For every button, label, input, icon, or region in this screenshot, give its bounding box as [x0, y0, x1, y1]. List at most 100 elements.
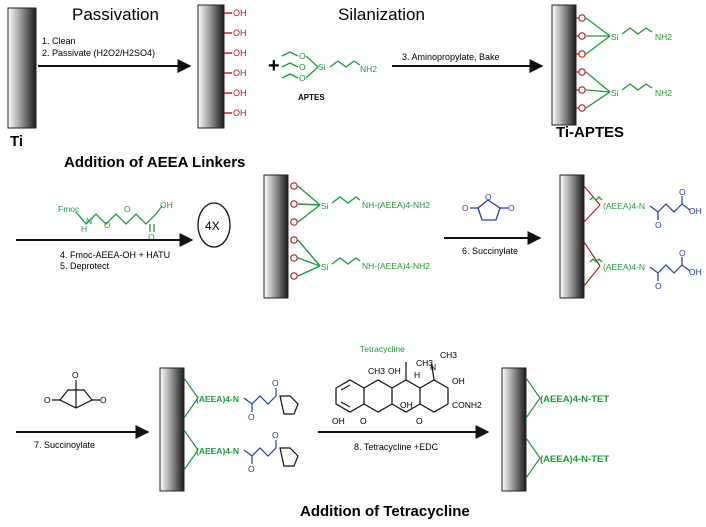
nhs-o-top: O — [72, 370, 79, 380]
hydroxyl-label: OH — [233, 68, 247, 78]
ti-aeea-chain-1: NH-(AEEA)4-NH2 — [362, 200, 430, 210]
ti-aeea-chain-2: NH-(AEEA)4-NH2 — [362, 261, 430, 271]
ti-tet-chain-1: (AEEA)4-N-TET — [540, 394, 609, 405]
ti-tet-substrate — [501, 367, 527, 492]
aptes-o3: O — [299, 73, 306, 83]
tet-oh-3: OH — [332, 416, 345, 426]
ti-nhs-chain-2: (AEEA)4-N — [196, 446, 239, 456]
hydroxyl-label: OH — [233, 8, 247, 18]
ti-aptes-si-2: Si — [611, 88, 619, 98]
fmoc-oh: OH — [160, 200, 173, 210]
ti-aptes-si-1: Si — [611, 32, 619, 42]
tet-o-2: O — [416, 416, 423, 426]
fmoc-o3: O — [148, 232, 155, 242]
succ-o4: O — [679, 248, 686, 258]
nhs-o-left: O — [44, 395, 51, 405]
aptes-molecule — [281, 51, 361, 79]
ti-hydroxylated-substrate — [197, 4, 225, 129]
step-6-label: 6. Succinylate — [462, 246, 518, 256]
ti-aptes-substrate — [551, 4, 577, 126]
tet-n: N — [430, 362, 436, 372]
fmoc-n: N — [86, 216, 92, 226]
ti-substrate — [7, 7, 37, 129]
ti-aptes-nh2-2: NH2 — [655, 88, 672, 98]
tetracycline-name: Tetracycline — [360, 344, 405, 354]
ti-tet-chain-2: (AEEA)4-N-TET — [540, 454, 609, 465]
succinyl-acid-groups — [649, 196, 691, 281]
fmoc-o1: O — [104, 220, 111, 230]
silanization-title: Silanization — [338, 5, 425, 24]
nhs-ester-o4: O — [272, 430, 279, 440]
ti-aptes-nh2-1: NH2 — [655, 32, 672, 42]
succ-oh-2: OH — [689, 267, 702, 277]
plus-sign: + — [268, 55, 280, 77]
tet-oh-1: OH — [388, 366, 401, 376]
step-1-label: 1. Clean — [42, 36, 76, 46]
ti-succinylated-substrate — [559, 174, 585, 299]
ti-aeea-surface-groups — [290, 182, 298, 280]
tet-oh-4: OH — [400, 400, 413, 410]
aptes-nh2: NH2 — [360, 64, 377, 74]
ti-aeea-substrate — [263, 174, 289, 299]
succ-o2: O — [679, 187, 686, 197]
anhydride-o-ring: O — [485, 192, 492, 202]
aeea-title: Addition of AEEA Linkers — [64, 154, 245, 171]
anhydride-o-left: O — [462, 203, 469, 213]
ti-tet-anchors — [525, 377, 541, 479]
step-7-label: 7. Succinoylate — [34, 440, 95, 450]
tet-ch3-3: CH3 — [440, 350, 457, 360]
step-4-label: 4. Fmoc-AEEA-OH + HATU — [60, 250, 170, 260]
tet-h: H — [414, 370, 420, 380]
tetracycline-title: Addition of Tetracycline — [300, 503, 470, 520]
aptes-o1: O — [299, 51, 306, 61]
repeat-label: 4X — [205, 219, 220, 233]
nhs-ester-o2: O — [272, 378, 279, 388]
nhs-molecule — [52, 380, 100, 409]
step-2-label: 2. Passivate (H2O2/H2SO4) — [42, 48, 155, 58]
aptes-label: APTES — [298, 93, 325, 102]
fmoc-label: Fmoc — [58, 204, 80, 214]
aptes-o2: O — [299, 62, 306, 72]
succinic-anhydride — [470, 199, 508, 221]
hydroxyl-label: OH — [233, 108, 247, 118]
tet-ch3-1: CH3 — [368, 366, 385, 376]
hydroxyl-label: OH — [233, 28, 247, 38]
nhs-ester-chains — [243, 388, 277, 464]
ti-succ-chain-1: (AEEA)4-N — [603, 201, 645, 211]
step-8-label: 8. Tetracycline +EDC — [354, 442, 439, 452]
step-5-label: 5. Deprotect — [60, 261, 110, 271]
nhs-ester-rings — [279, 395, 299, 467]
tetracycline-structure — [335, 362, 449, 413]
tet-oh-2: OH — [452, 376, 465, 386]
ti-succ-chain-2: (AEEA)4-N — [603, 262, 645, 272]
ti-aptes-linkers — [585, 17, 653, 109]
tet-ch3-2: CH3 — [416, 358, 433, 368]
ti-aptes-surface-groups — [576, 14, 586, 112]
ti-aptes-label: Ti-APTES — [556, 124, 624, 141]
ti-nhs-anchors — [183, 377, 199, 471]
ti-aeea-si-1: Si — [321, 201, 329, 211]
nhs-ester-o3: O — [248, 464, 255, 474]
hydroxyl-label: OH — [233, 88, 247, 98]
ti-succ-green-ticks — [589, 196, 603, 263]
ti-aeea-linkers — [297, 185, 361, 277]
tet-o-1: O — [360, 416, 367, 426]
aptes-si: Si — [318, 62, 326, 72]
nhs-ester-o1: O — [248, 412, 255, 422]
passivation-title: Passivation — [72, 5, 159, 24]
ti-nhs-chain-1: (AEEA)4-N — [196, 394, 239, 404]
repeat-loop — [197, 202, 231, 248]
fmoc-aeea-oh-molecule — [75, 205, 163, 232]
fmoc-h: H — [81, 224, 87, 234]
tet-conh2: CONH2 — [452, 400, 482, 410]
succ-o3: O — [655, 281, 662, 291]
anhydride-o-right: O — [508, 203, 515, 213]
succ-o1: O — [655, 220, 662, 230]
fmoc-o2: O — [124, 204, 131, 214]
succ-oh-1: OH — [689, 206, 702, 216]
ti-aeea-si-2: Si — [321, 262, 329, 272]
ti-nhs-substrate — [159, 367, 185, 492]
step-3-label: 3. Aminopropylate, Bake — [402, 52, 500, 62]
